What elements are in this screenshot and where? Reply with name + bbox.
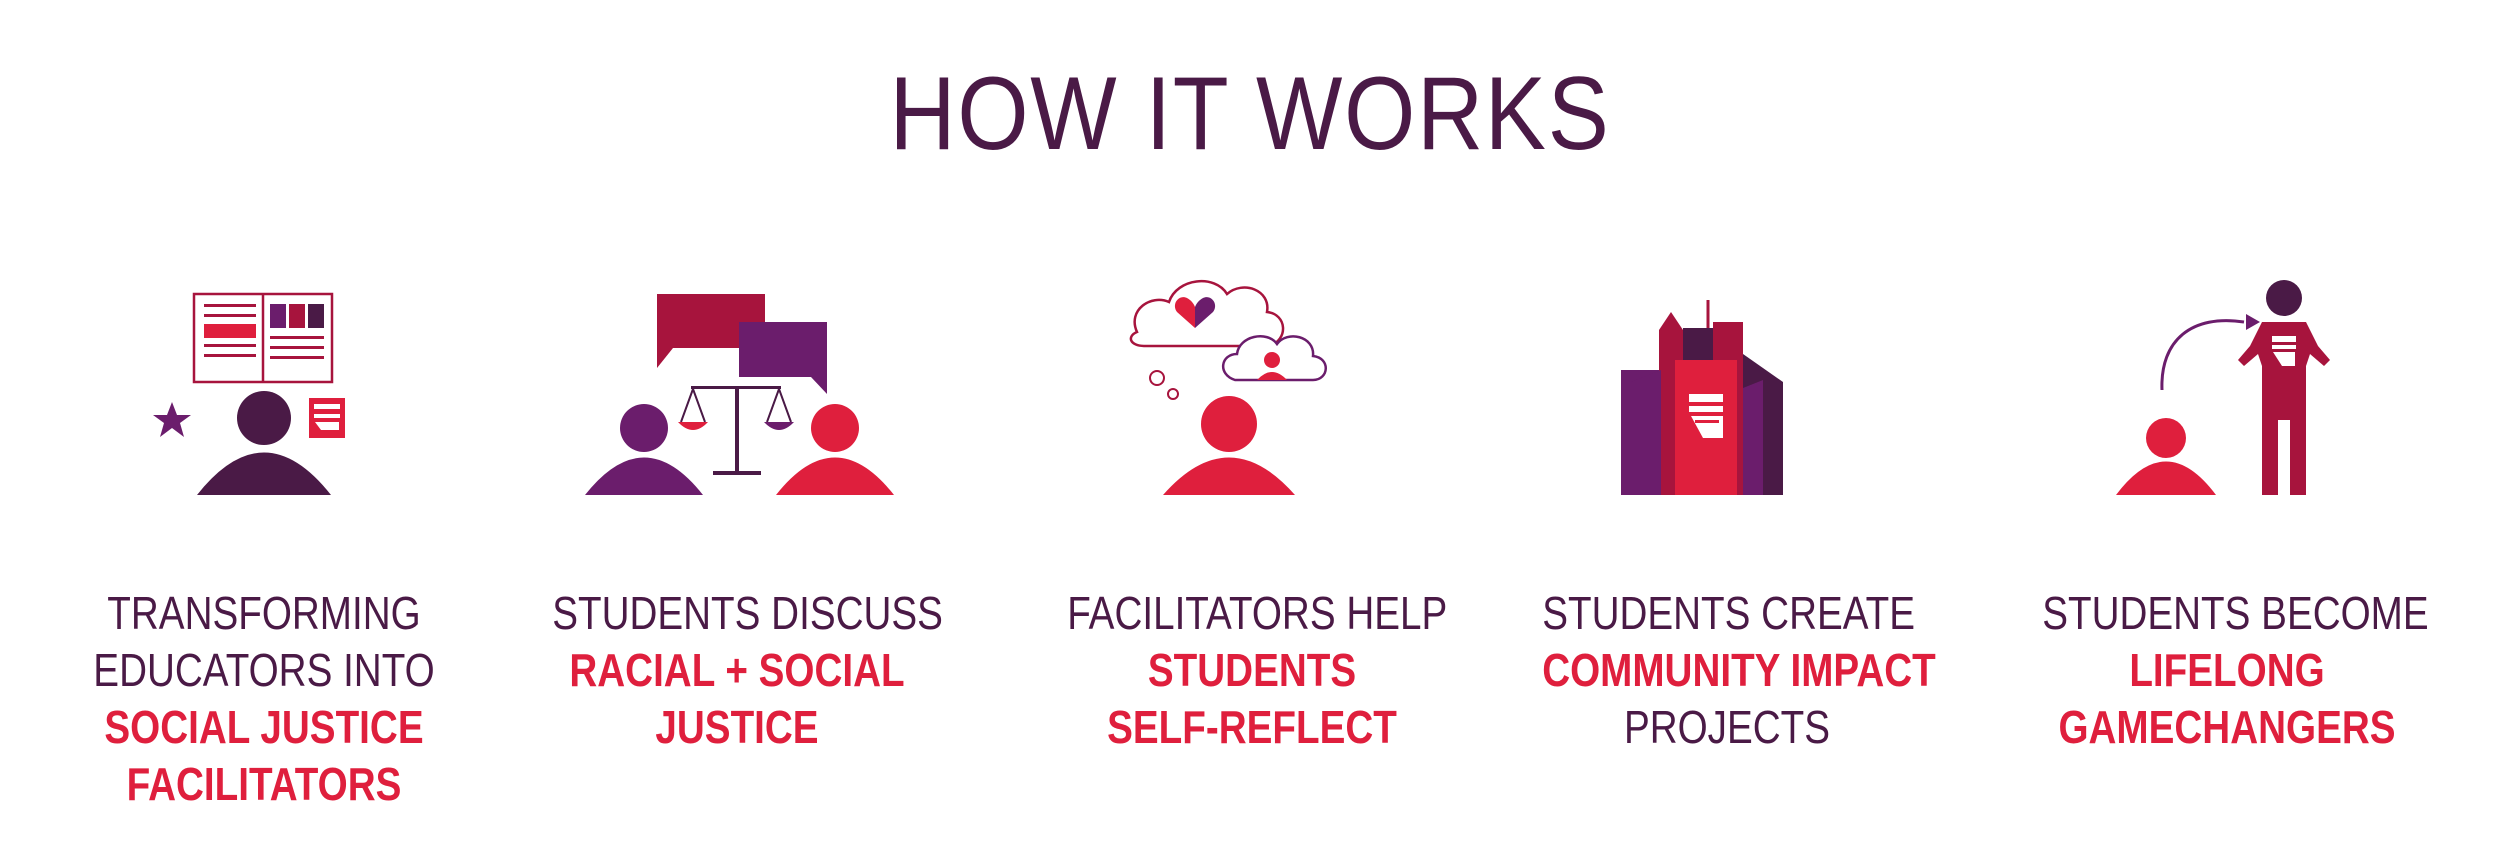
caption-line: FACILITATORS: [126, 758, 402, 810]
caption-line: LIFELONG: [2129, 644, 2325, 696]
gamechanger-growth-icon: [2116, 280, 2330, 495]
self-reflect-thought-icon: [1129, 280, 1327, 495]
caption-line: STUDENTS CREATE: [1542, 587, 1916, 639]
city-fist-icon: [1621, 300, 1783, 495]
caption-line: SOCIAL JUSTICE: [104, 701, 424, 753]
caption-line: RACIAL + SOCIAL: [569, 644, 905, 696]
caption-line: TRANSFORMING: [107, 587, 421, 639]
educator-with-book-icon: [153, 292, 345, 495]
step-caption: STUDENTS DISCUSS RACIAL + SOCIAL JUSTICE: [517, 585, 957, 756]
page-title: HOW IT WORKS: [889, 56, 1611, 172]
step-caption: STUDENTS CREATE COMMUNITY IMPACT PROJECT…: [1507, 585, 1947, 756]
caption-line: COMMUNITY IMPACT: [1542, 644, 1936, 696]
caption-line: GAMECHANGERS: [2058, 701, 2396, 753]
caption-line: JUSTICE: [655, 701, 819, 753]
caption-line: STUDENTS: [1147, 644, 1357, 696]
caption-line: STUDENTS DISCUSS: [552, 587, 943, 639]
caption-line: EDUCATORS INTO: [93, 644, 435, 696]
discussion-scales-icon: [585, 294, 894, 495]
caption-line: STUDENTS BECOME: [2042, 587, 2429, 639]
caption-line: PROJECTS: [1623, 701, 1831, 753]
step-caption: TRANSFORMING EDUCATORS INTO SOCIAL JUSTI…: [44, 585, 484, 813]
caption-line: FACILITATORS HELP: [1067, 587, 1448, 639]
step-caption: STUDENTS BECOME LIFELONG GAMECHANGERS: [2007, 585, 2447, 756]
caption-line: SELF-REFLECT: [1107, 701, 1397, 753]
step-caption: FACILITATORS HELP STUDENTS SELF-REFLECT: [1032, 585, 1472, 756]
